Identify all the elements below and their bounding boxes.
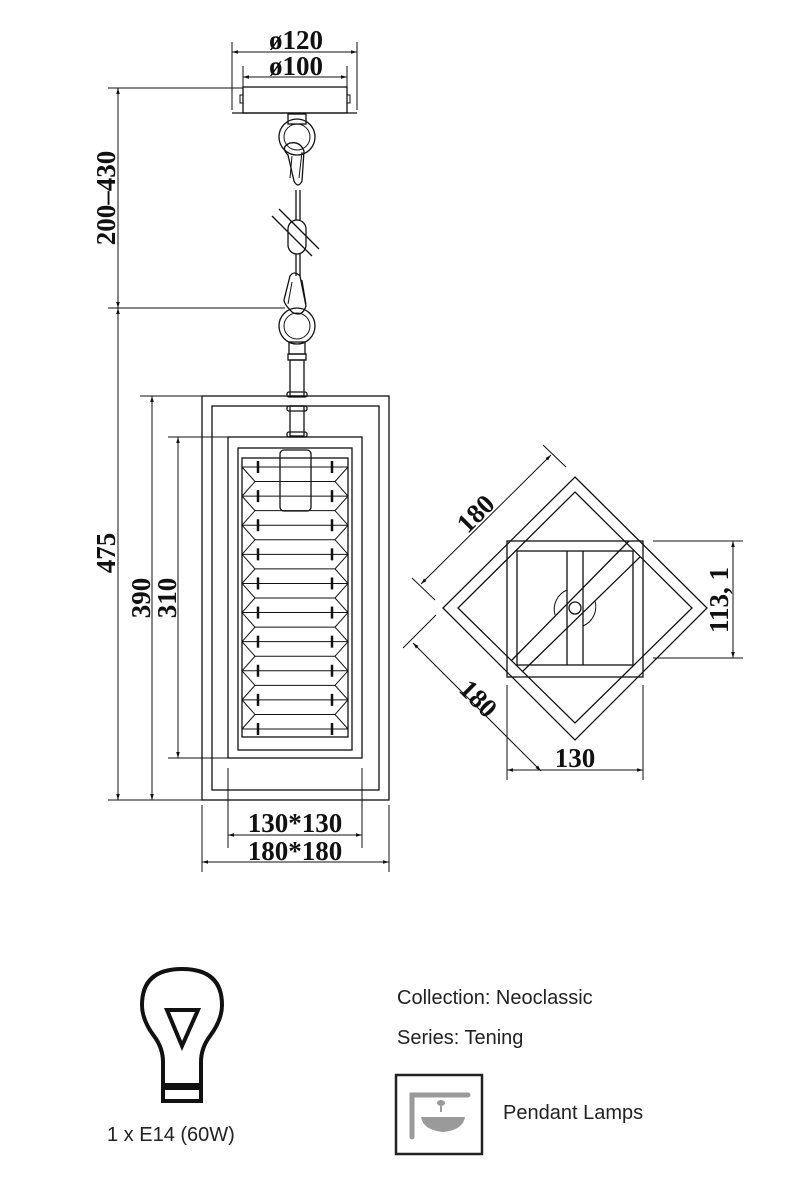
crystal-facet	[334, 670, 349, 701]
crystal-facet	[241, 670, 256, 701]
crystal-facet	[334, 612, 349, 642]
height-dimensions: 200–430 475 390 310	[91, 87, 285, 801]
side-diagonal-bottom-label: 180	[453, 674, 503, 724]
chain	[271, 113, 320, 438]
chain-length-label: 200–430	[91, 151, 121, 246]
crystal-rows	[241, 461, 349, 735]
crystal-facet	[241, 524, 256, 555]
inner-width-label: 130*130	[248, 808, 343, 838]
crystal-facet	[241, 612, 256, 642]
bulb-spec: 1 x E14 (60W)	[107, 1124, 235, 1146]
crystal-facet	[241, 495, 256, 526]
width-dimensions: 130*130 180*180	[201, 768, 390, 872]
lamp-top-view: 180 180 130 113, 1	[402, 444, 743, 780]
ceiling-outer-diameter: ø120	[269, 25, 323, 55]
crystal-facet	[241, 466, 256, 497]
crystal-facet	[241, 583, 256, 613]
crystal-facet	[334, 524, 349, 555]
total-height-label: 475	[91, 533, 121, 574]
crystal-facet	[334, 466, 349, 497]
crystal-facet	[334, 641, 349, 672]
crystal-facet	[334, 554, 349, 584]
lamp-front-view	[201, 395, 390, 801]
pendant-lamp-icon	[394, 1073, 484, 1156]
frame-height-label: 390	[126, 578, 156, 619]
glass-height-label: 310	[152, 578, 182, 619]
collection-label: Collection: Neoclassic	[397, 987, 593, 1009]
crystal-facet	[241, 699, 256, 730]
category-label: Pendant Lamps	[503, 1102, 644, 1124]
crystal-facet	[334, 495, 349, 526]
series-label: Series: Tening	[397, 1027, 524, 1049]
crystal-facet	[241, 554, 256, 584]
side-diagonal-top-label: 180	[451, 489, 501, 539]
outer-width-label: 180*180	[248, 836, 343, 866]
ceiling-dimension: ø120 ø100	[231, 25, 358, 110]
side-depth-label: 113, 1	[704, 567, 734, 633]
crystal-facet	[241, 641, 256, 672]
ceiling-canopy	[232, 86, 357, 114]
crystal-facet	[334, 583, 349, 613]
light-bulb-icon	[139, 966, 225, 1103]
crystal-facet	[334, 699, 349, 730]
ceiling-inner-diameter: ø100	[269, 51, 323, 81]
side-inner-width-label: 130	[555, 743, 596, 773]
